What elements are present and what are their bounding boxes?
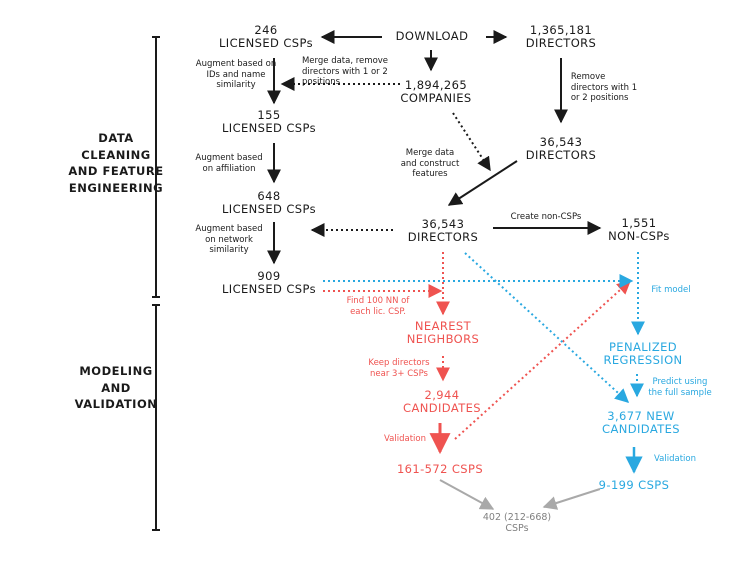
- note-create-noncsps: Create non-CSPs: [510, 212, 582, 222]
- note-validation-red: Validation: [384, 434, 426, 444]
- section-bracket-modeling: [152, 304, 160, 531]
- arrow-36543-to-36543b: [447, 160, 518, 206]
- arrow-companies-to-36543: [452, 112, 491, 172]
- arrow-csps161-to-final: [439, 479, 495, 510]
- arrow-36543b-to-newcandidates: [464, 252, 630, 403]
- node-csps-9-199: 9-199 CSPS: [598, 478, 670, 492]
- section-bracket-data-cleaning: [152, 36, 160, 298]
- node-final-csps: 402 (212-668)CSPs: [482, 512, 552, 534]
- node-download: DOWNLOAD: [395, 29, 469, 43]
- note-validation-blue: Validation: [654, 454, 696, 464]
- arrow-csps161-to-fitmodel: [454, 280, 632, 440]
- node-csps-161-572: 161-572 CSPS: [396, 462, 484, 476]
- arrow-csps9-to-final: [542, 488, 601, 510]
- note-fit-model: Fit model: [651, 285, 691, 295]
